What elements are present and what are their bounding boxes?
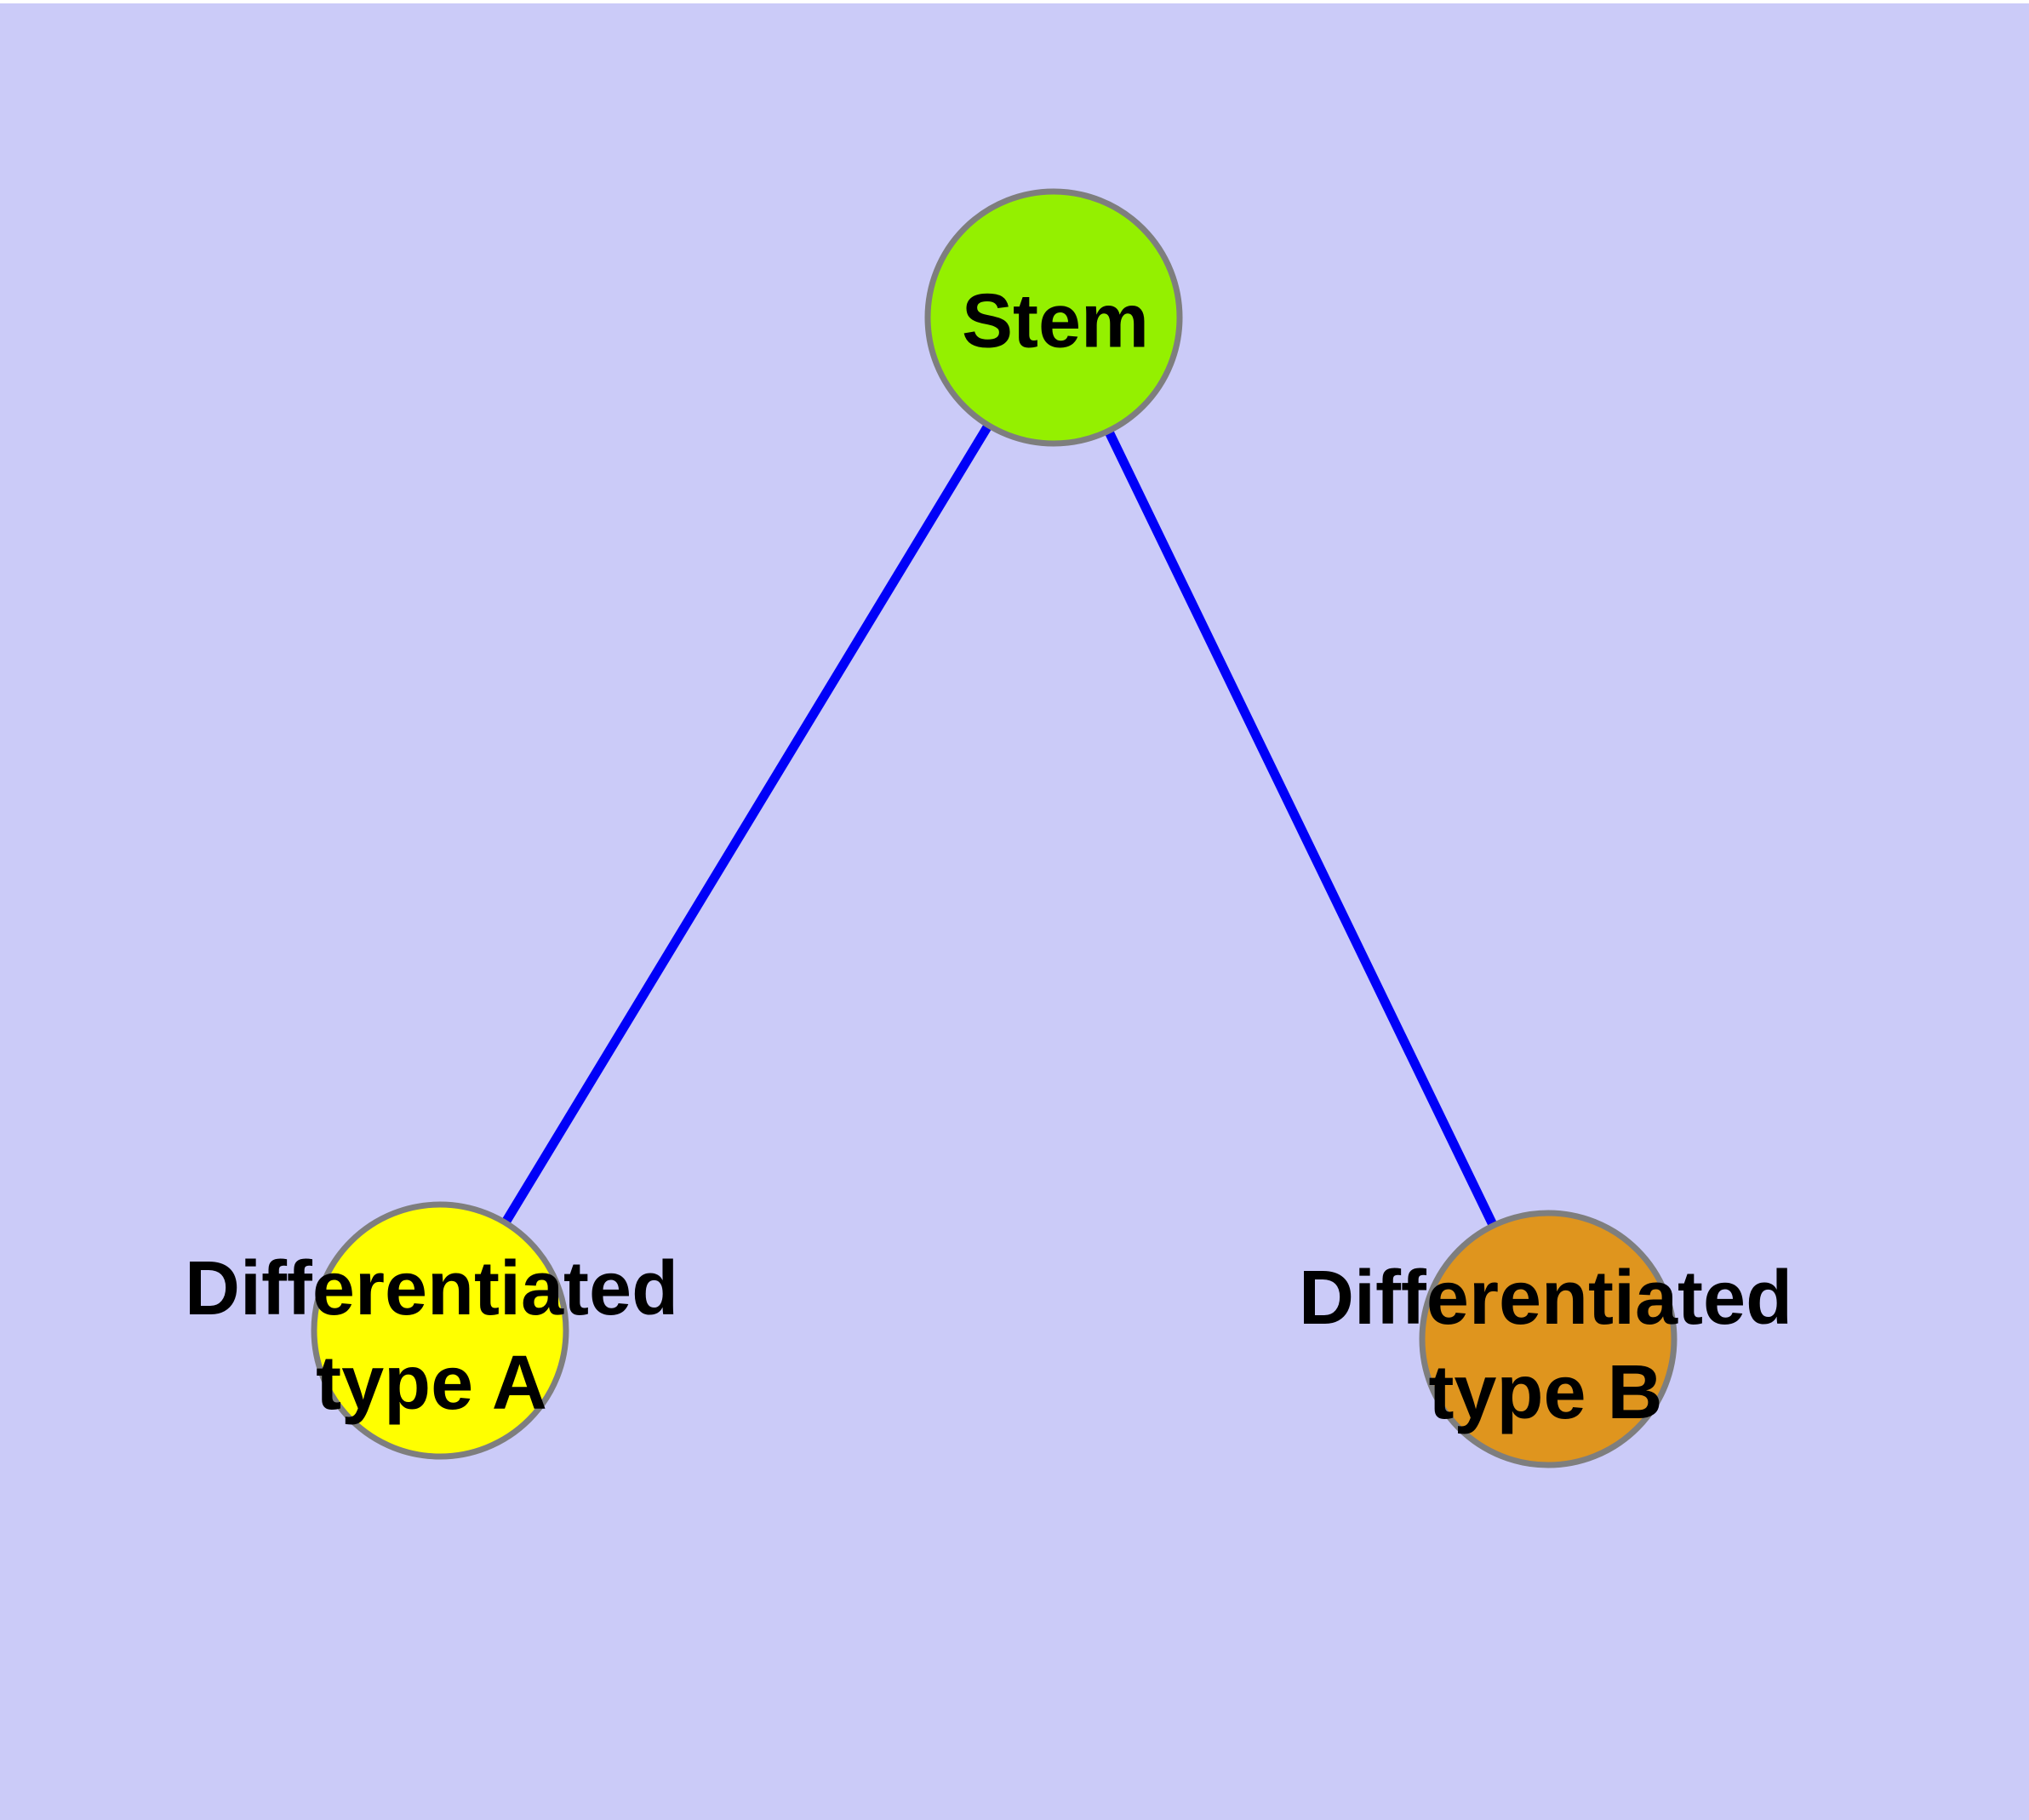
node-type-a-label: Differentiated type A xyxy=(185,1242,678,1431)
node-stem-circle xyxy=(924,188,1183,447)
node-type-a-label-line2: type A xyxy=(316,1341,547,1426)
node-differentiated-type-a-circle xyxy=(311,1201,569,1460)
node-type-b-label: Differentiated type B xyxy=(1299,1251,1792,1440)
node-type-b-label-line1: Differentiated xyxy=(1298,1256,1793,1341)
node-type-a-label-line1: Differentiated xyxy=(184,1246,679,1331)
node-type-b-label-line2: type B xyxy=(1428,1350,1663,1435)
edge-stem-to-type-b xyxy=(1049,315,1552,1342)
node-stem-label: Stem xyxy=(961,278,1150,364)
node-differentiated-type-b-circle xyxy=(1419,1210,1677,1468)
edge-stem-to-type-a xyxy=(436,315,1058,1333)
